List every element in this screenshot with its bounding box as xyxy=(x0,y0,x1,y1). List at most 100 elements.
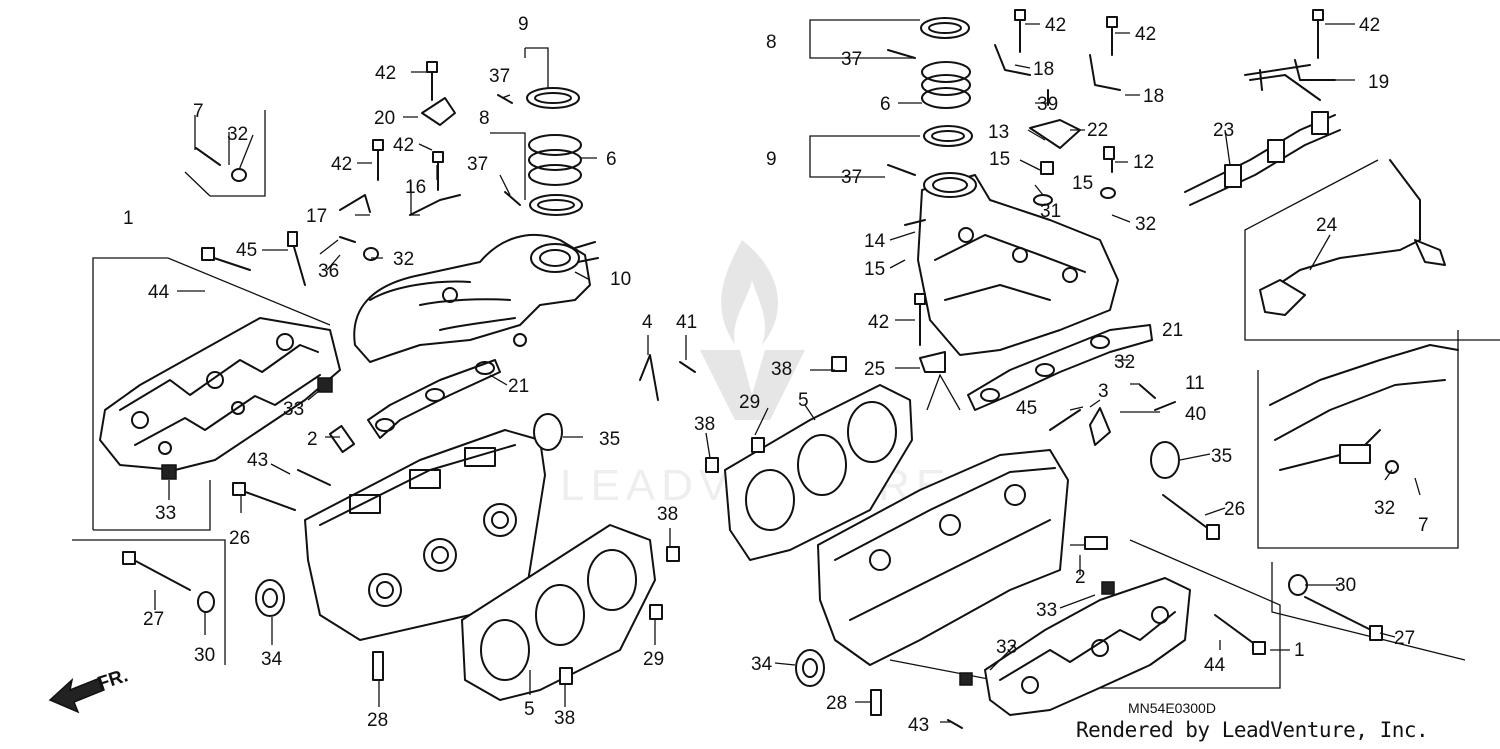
intake-manifold-right xyxy=(904,172,1119,356)
callout-42: 42 xyxy=(1359,15,1380,36)
throttle-body-rings-right xyxy=(920,17,973,147)
callout-40: 40 xyxy=(1185,404,1206,425)
callout-33: 33 xyxy=(283,399,304,420)
front-label: FR. xyxy=(95,665,131,694)
callout-4: 4 xyxy=(642,312,653,333)
dowel-33b xyxy=(161,464,177,480)
callout-42: 42 xyxy=(393,135,414,156)
callout-38: 38 xyxy=(694,414,715,435)
callout-42: 42 xyxy=(331,154,352,175)
intake-gasket-right xyxy=(967,324,1153,411)
callout-45: 45 xyxy=(1016,398,1037,419)
callout-8: 8 xyxy=(479,108,490,129)
callout-42: 42 xyxy=(1045,15,1066,36)
callout-43: 43 xyxy=(247,450,268,471)
callout-18: 18 xyxy=(1143,86,1164,107)
callout-35: 35 xyxy=(1211,446,1232,467)
callout-29: 29 xyxy=(643,649,664,670)
callout-44: 44 xyxy=(1204,655,1226,676)
callout-33: 33 xyxy=(155,503,176,524)
oil-seal-35-right xyxy=(1150,441,1180,479)
callout-30: 30 xyxy=(1335,575,1356,596)
callout-7: 7 xyxy=(1418,515,1429,536)
oil-seal-34-right xyxy=(795,649,825,687)
render-credit: Rendered by LeadVenture, Inc. xyxy=(1076,718,1429,742)
front-arrow-icon: FR. xyxy=(48,665,131,714)
callout-8: 8 xyxy=(766,32,777,53)
callout-28: 28 xyxy=(367,710,388,731)
callout-1: 1 xyxy=(123,208,134,229)
callout-38: 38 xyxy=(657,504,678,525)
callout-38: 38 xyxy=(554,708,575,729)
callout-15: 15 xyxy=(864,259,885,280)
callout-21: 21 xyxy=(508,376,529,397)
fuel-rail xyxy=(1184,64,1341,206)
camshaft-holder-right xyxy=(984,577,1191,716)
callout-35: 35 xyxy=(599,429,620,450)
dowel-33a xyxy=(317,377,333,393)
callout-3: 3 xyxy=(1098,381,1109,402)
callout-33: 33 xyxy=(996,637,1017,658)
callout-25: 25 xyxy=(864,359,885,380)
callout-16: 16 xyxy=(405,177,426,198)
callout-32: 32 xyxy=(227,124,248,145)
head-gasket-left xyxy=(461,524,656,701)
callout-2: 2 xyxy=(307,429,318,450)
callout-5: 5 xyxy=(524,699,535,720)
diagram-code: MN54E0300D xyxy=(1128,700,1216,716)
callout-42: 42 xyxy=(1135,24,1156,45)
callout-34: 34 xyxy=(261,649,283,670)
callout-32: 32 xyxy=(393,249,414,270)
callout-37: 37 xyxy=(489,66,510,87)
callout-17: 17 xyxy=(306,206,327,227)
callout-2: 2 xyxy=(1075,567,1086,588)
callout-5: 5 xyxy=(798,390,809,411)
callout-42: 42 xyxy=(868,312,889,333)
callout-42: 42 xyxy=(375,63,396,84)
oil-seal-35-left xyxy=(533,413,563,451)
throttle-body-rings-left xyxy=(526,87,583,216)
callout-26: 26 xyxy=(229,528,250,549)
callout-38: 38 xyxy=(771,359,792,380)
callout-19: 19 xyxy=(1368,72,1389,93)
callout-7: 7 xyxy=(193,101,204,122)
callout-18: 18 xyxy=(1033,59,1054,80)
callout-37: 37 xyxy=(467,154,488,175)
callout-26: 26 xyxy=(1224,499,1245,520)
callout-1: 1 xyxy=(1294,640,1305,661)
callout-31: 31 xyxy=(1040,201,1061,222)
callout-10: 10 xyxy=(610,269,631,290)
intake-gasket-left xyxy=(367,359,501,439)
callout-14: 14 xyxy=(864,231,886,252)
callout-39: 39 xyxy=(1037,94,1058,115)
fuel-pipe xyxy=(1259,159,1446,316)
callout-28: 28 xyxy=(826,693,847,714)
callout-44: 44 xyxy=(148,282,170,303)
dowel-38 xyxy=(559,667,573,685)
callout-33: 33 xyxy=(1036,600,1057,621)
callout-43: 43 xyxy=(908,715,929,736)
callout-21: 21 xyxy=(1162,320,1183,341)
callout-23: 23 xyxy=(1213,120,1234,141)
callout-numbers: 7 32 1 9 37 42 20 8 6 42 42 37 16 17 45 … xyxy=(123,14,1429,736)
bolts-right xyxy=(887,9,1383,729)
callout-27: 27 xyxy=(1394,628,1415,649)
callout-37: 37 xyxy=(841,49,862,70)
cylinder-head-left xyxy=(304,429,546,641)
callout-32: 32 xyxy=(1114,352,1135,373)
callout-13: 13 xyxy=(988,122,1009,143)
callout-36: 36 xyxy=(318,261,339,282)
callout-20: 20 xyxy=(374,108,395,129)
callout-22: 22 xyxy=(1087,120,1108,141)
intake-manifold-left xyxy=(353,233,599,363)
callout-34: 34 xyxy=(751,654,773,675)
callout-27: 27 xyxy=(143,609,164,630)
callout-6: 6 xyxy=(880,94,891,115)
callout-11: 11 xyxy=(1185,373,1205,394)
callout-15: 15 xyxy=(1072,173,1093,194)
bolts-left xyxy=(122,61,696,591)
callout-45: 45 xyxy=(236,240,257,261)
callout-24: 24 xyxy=(1316,215,1338,236)
callout-15: 15 xyxy=(989,149,1010,170)
